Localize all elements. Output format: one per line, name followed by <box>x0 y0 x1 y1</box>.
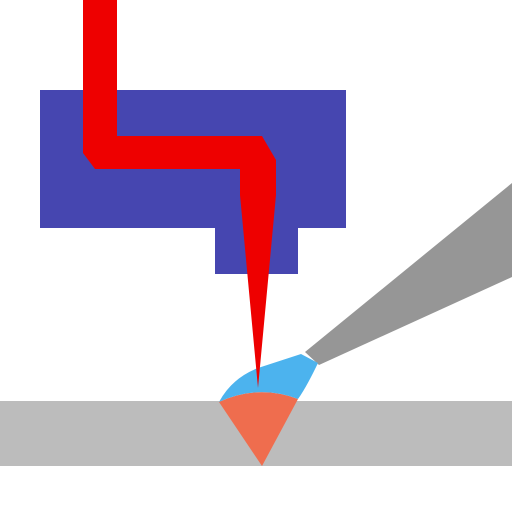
powder-nozzle <box>305 183 512 365</box>
deposit-bead <box>219 354 318 402</box>
laser-beam <box>83 0 276 388</box>
melt-pool <box>219 392 298 466</box>
